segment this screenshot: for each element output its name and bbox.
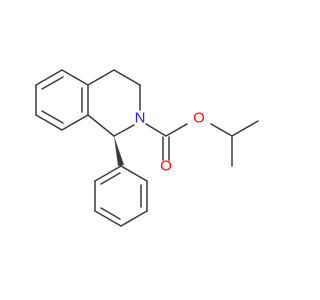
bond xyxy=(113,124,135,137)
double-bond-inner xyxy=(41,110,64,124)
bond xyxy=(35,69,63,86)
bond xyxy=(231,120,259,137)
bond xyxy=(87,114,115,137)
phenyl-ring xyxy=(94,165,148,227)
bond xyxy=(113,69,141,86)
bond xyxy=(87,69,115,86)
molecule-structure-diagram: N O O xyxy=(35,69,259,227)
carbamate-group xyxy=(145,123,233,161)
double-bond-inner xyxy=(41,76,64,90)
bond xyxy=(94,210,122,227)
bond xyxy=(145,123,167,137)
bond xyxy=(120,210,148,227)
piperidine-ring xyxy=(87,69,141,137)
bond xyxy=(165,123,188,137)
carbonyl-oxygen-label: O xyxy=(160,158,172,175)
wedge-bond xyxy=(114,136,124,166)
bond xyxy=(94,165,122,182)
bond xyxy=(61,114,89,131)
bond xyxy=(35,114,63,131)
bond xyxy=(210,123,233,137)
isopropyl-group xyxy=(231,120,259,167)
double-bond-inner xyxy=(100,207,121,220)
bond xyxy=(61,69,89,86)
ester-oxygen-label: O xyxy=(193,110,205,127)
double-bond-inner xyxy=(100,172,121,185)
bond xyxy=(120,165,148,182)
benzo-ring xyxy=(35,69,89,131)
nitrogen-label: N xyxy=(135,110,146,127)
